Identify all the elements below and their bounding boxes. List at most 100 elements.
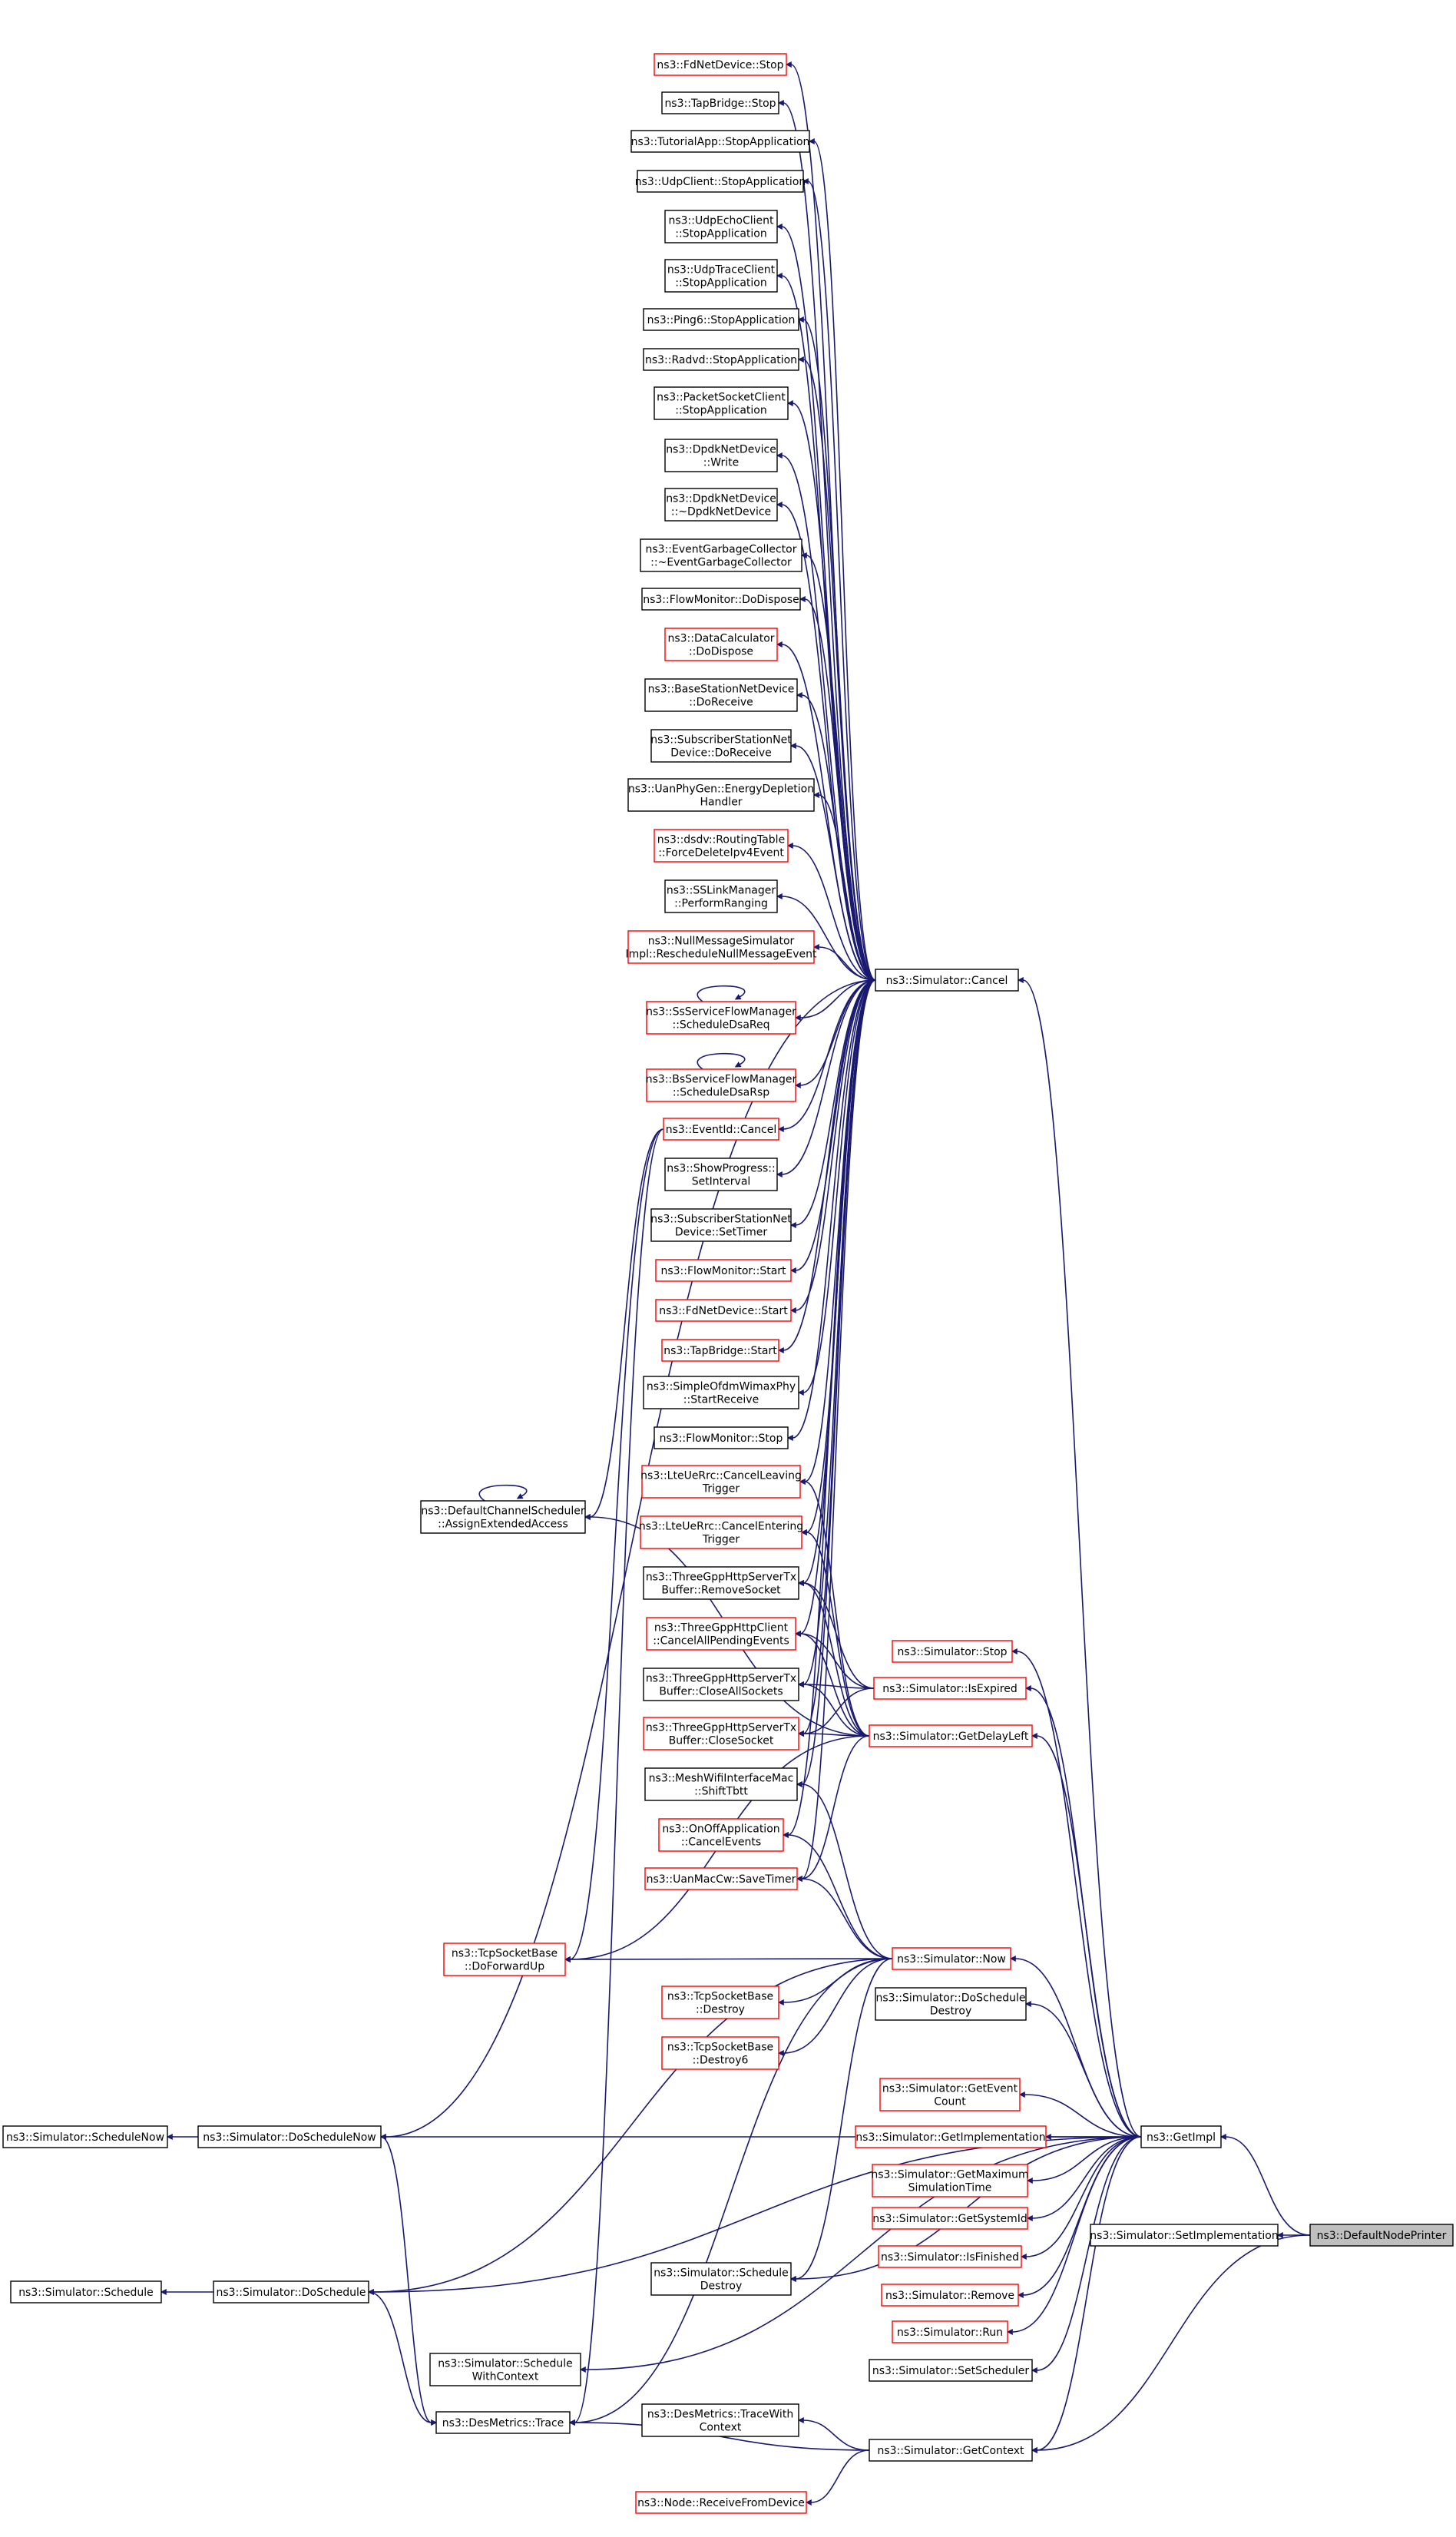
node-label: ns3::TapBridge::Start (663, 1345, 777, 1357)
node-box (661, 1986, 779, 2019)
node-fdstop[interactable]: ns3::FdNetDevice::Stop (654, 53, 787, 76)
node-getimpl[interactable]: ns3::GetImpl (1140, 2125, 1222, 2148)
edge-ssrecv-to-cancel (789, 743, 876, 981)
node-tcpfwd[interactable]: ns3::TcpSocketBase::DoForwardUp (443, 1942, 566, 1976)
edge-uanmac-to-now (796, 1876, 893, 1959)
node-label: ns3::Simulator::DoSchedule (217, 2287, 366, 2299)
node-label: ns3::DpdkNetDevice (666, 493, 776, 505)
node-uanmac[interactable]: ns3::UanMacCw::SaveTimer (644, 1867, 798, 1890)
node-tcpdestroy6[interactable]: ns3::TcpSocketBase::Destroy6 (661, 2036, 779, 2070)
node-dpdkwrite[interactable]: ns3::DpdkNetDevice::Write (664, 439, 778, 472)
node-label: ns3::DesMetrics::TraceWith (647, 2409, 793, 2421)
node-bsrecv[interactable]: ns3::BaseStationNetDevice::DoReceive (644, 678, 798, 712)
node-fdstart[interactable]: ns3::FdNetDevice::Start (655, 1299, 792, 1322)
node-tutstop[interactable]: ns3::TutorialApp::StopApplication (630, 130, 810, 153)
node-label: Buffer::CloseAllSockets (659, 1686, 783, 1698)
edge-getmaxsim-to-getimpl (1026, 2136, 1142, 2184)
node-cancel[interactable]: ns3::Simulator::Cancel (875, 969, 1019, 992)
node-box (2, 2125, 168, 2148)
node-now[interactable]: ns3::Simulator::Now (892, 1947, 1011, 1970)
node-nodereceive[interactable]: ns3::Node::ReceiveFromDevice (635, 2491, 807, 2514)
node-dcsched[interactable]: ns3::DefaultChannelScheduler::AssignExte… (420, 1500, 586, 1534)
node-label: ns3::Simulator::Cancel (886, 975, 1008, 987)
node-box (655, 1299, 792, 1322)
node-setscheduler[interactable]: ns3::Simulator::SetScheduler (869, 2359, 1033, 2382)
node-tgremove[interactable]: ns3::ThreeGppHttpServerTxBuffer::RemoveS… (643, 1566, 799, 1600)
node-nullmsg[interactable]: ns3::NullMessageSimulatorImpl::Reschedul… (625, 930, 817, 964)
node-label: ns3::Simulator::Stop (897, 1646, 1007, 1658)
node-pktsock[interactable]: ns3::PacketSocketClient::StopApplication (654, 386, 789, 420)
node-getsystemid[interactable]: ns3::Simulator::GetSystemId (872, 2207, 1028, 2230)
node-tgclient[interactable]: ns3::ThreeGppHttpClient::CancelAllPendin… (646, 1617, 796, 1651)
node-label: ns3::Simulator::GetEvent (882, 2083, 1018, 2095)
node-simpleofdm[interactable]: ns3::SimpleOfdmWimaxPhy::StartReceive (643, 1376, 799, 1409)
node-simstop[interactable]: ns3::Simulator::Stop (892, 1640, 1013, 1663)
node-tgclose[interactable]: ns3::ThreeGppHttpServerTxBuffer::CloseSo… (643, 1717, 799, 1750)
node-meshshift[interactable]: ns3::MeshWifiInterfaceMac::ShiftTbtt (644, 1767, 798, 1801)
node-destrace[interactable]: ns3::DesMetrics::Trace (435, 2411, 571, 2434)
node-box (443, 1942, 566, 1976)
node-tapstart[interactable]: ns3::TapBridge::Start (661, 1339, 779, 1362)
node-tcpdestroy[interactable]: ns3::TcpSocketBase::Destroy (661, 1986, 779, 2019)
node-getdelay[interactable]: ns3::Simulator::GetDelayLeft (869, 1724, 1033, 1747)
node-radvd[interactable]: ns3::Radvd::StopApplication (643, 348, 799, 371)
node-sslink[interactable]: ns3::SSLinkManager::PerformRanging (664, 879, 778, 913)
node-getcontext[interactable]: ns3::Simulator::GetContext (869, 2439, 1033, 2462)
node-doschednow[interactable]: ns3::Simulator::DoScheduleNow (197, 2125, 382, 2148)
node-udptrace[interactable]: ns3::UdpTraceClient::StopApplication (664, 259, 778, 293)
node-evcancel[interactable]: ns3::EventId::Cancel (663, 1118, 779, 1141)
node-showprog[interactable]: ns3::ShowProgress::SetInterval (664, 1158, 778, 1191)
node-isexpired[interactable]: ns3::Simulator::IsExpired (873, 1677, 1027, 1700)
node-ping6[interactable]: ns3::Ping6::StopApplication (643, 308, 799, 331)
node-udpecho[interactable]: ns3::UdpEchoClient::StopApplication (664, 210, 778, 243)
node-tgcloseall[interactable]: ns3::ThreeGppHttpServerTxBuffer::CloseAl… (643, 1668, 799, 1701)
node-label: SetInterval (692, 1176, 751, 1188)
node-run[interactable]: ns3::Simulator::Run (892, 2320, 1008, 2343)
node-ssflow[interactable]: ns3::SsServiceFlowManager::ScheduleDsaRe… (646, 1001, 796, 1035)
node-tapstop[interactable]: ns3::TapBridge::Stop (661, 91, 779, 114)
node-onoff[interactable]: ns3::OnOffApplication::CancelEvents (658, 1818, 784, 1852)
node-label: ::~DpdkNetDevice (671, 506, 771, 518)
node-doschedule[interactable]: ns3::Simulator::DoSchedule (213, 2280, 369, 2304)
node-getimplementation[interactable]: ns3::Simulator::GetImplementation (855, 2125, 1047, 2148)
node-label: ns3::Simulator::SetImplementation (1090, 2230, 1278, 2242)
node-isfinished[interactable]: ns3::Simulator::IsFinished (878, 2245, 1022, 2268)
node-schedule[interactable]: ns3::Simulator::Schedule (10, 2280, 162, 2304)
node-dsdv[interactable]: ns3::dsdv::RoutingTable::ForceDeleteIpv4… (654, 829, 789, 863)
node-label: ns3::Simulator::SetScheduler (872, 2365, 1030, 2377)
node-label: ns3::LteUeRrc::CancelLeaving (640, 1470, 802, 1482)
node-udpcstop[interactable]: ns3::UdpClient::StopApplication (635, 170, 806, 193)
node-label: ns3::Simulator::DoScheduleNow (203, 2131, 376, 2144)
edge-fmstop-to-cancel (786, 979, 876, 1441)
node-setimplementation[interactable]: ns3::Simulator::SetImplementation (1090, 2224, 1279, 2247)
node-fmstart[interactable]: ns3::FlowMonitor::Start (655, 1259, 792, 1282)
node-ssrecv[interactable]: ns3::SubscriberStationNetDevice::DoRecei… (650, 729, 792, 763)
node-label: ns3::Simulator::GetContext (877, 2445, 1024, 2457)
node-defaultnodeprinter: ns3::DefaultNodePrinter (1309, 2224, 1454, 2247)
node-remove[interactable]: ns3::Simulator::Remove (881, 2284, 1019, 2307)
node-dpdkdtor[interactable]: ns3::DpdkNetDevice::~DpdkNetDevice (664, 488, 778, 522)
edge-doschednow-to-cancel (379, 979, 876, 2140)
node-datacalc[interactable]: ns3::DataCalculator::DoDispose (664, 628, 778, 661)
node-box (644, 1767, 798, 1801)
node-fmdispose[interactable]: ns3::FlowMonitor::DoDispose (641, 588, 801, 611)
node-label: ::StopApplication (675, 228, 767, 240)
node-label: ns3::FlowMonitor::Stop (660, 1432, 783, 1445)
node-bsflow[interactable]: ns3::BsServiceFlowManager::ScheduleDsaRs… (646, 1068, 797, 1102)
node-schednow[interactable]: ns3::Simulator::ScheduleNow (2, 2125, 168, 2148)
edge-getimpl-to-defaultnodeprinter (1219, 2134, 1311, 2236)
node-egc[interactable]: ns3::EventGarbageCollector::~EventGarbag… (640, 538, 802, 572)
edge-isfinished-to-getimpl (1020, 2136, 1142, 2260)
node-fmstop[interactable]: ns3::FlowMonitor::Stop (654, 1426, 789, 1449)
node-sstimer[interactable]: ns3::SubscriberStationNetDevice::SetTime… (650, 1208, 792, 1242)
node-label: ns3::TutorialApp::StopApplication (631, 136, 810, 148)
